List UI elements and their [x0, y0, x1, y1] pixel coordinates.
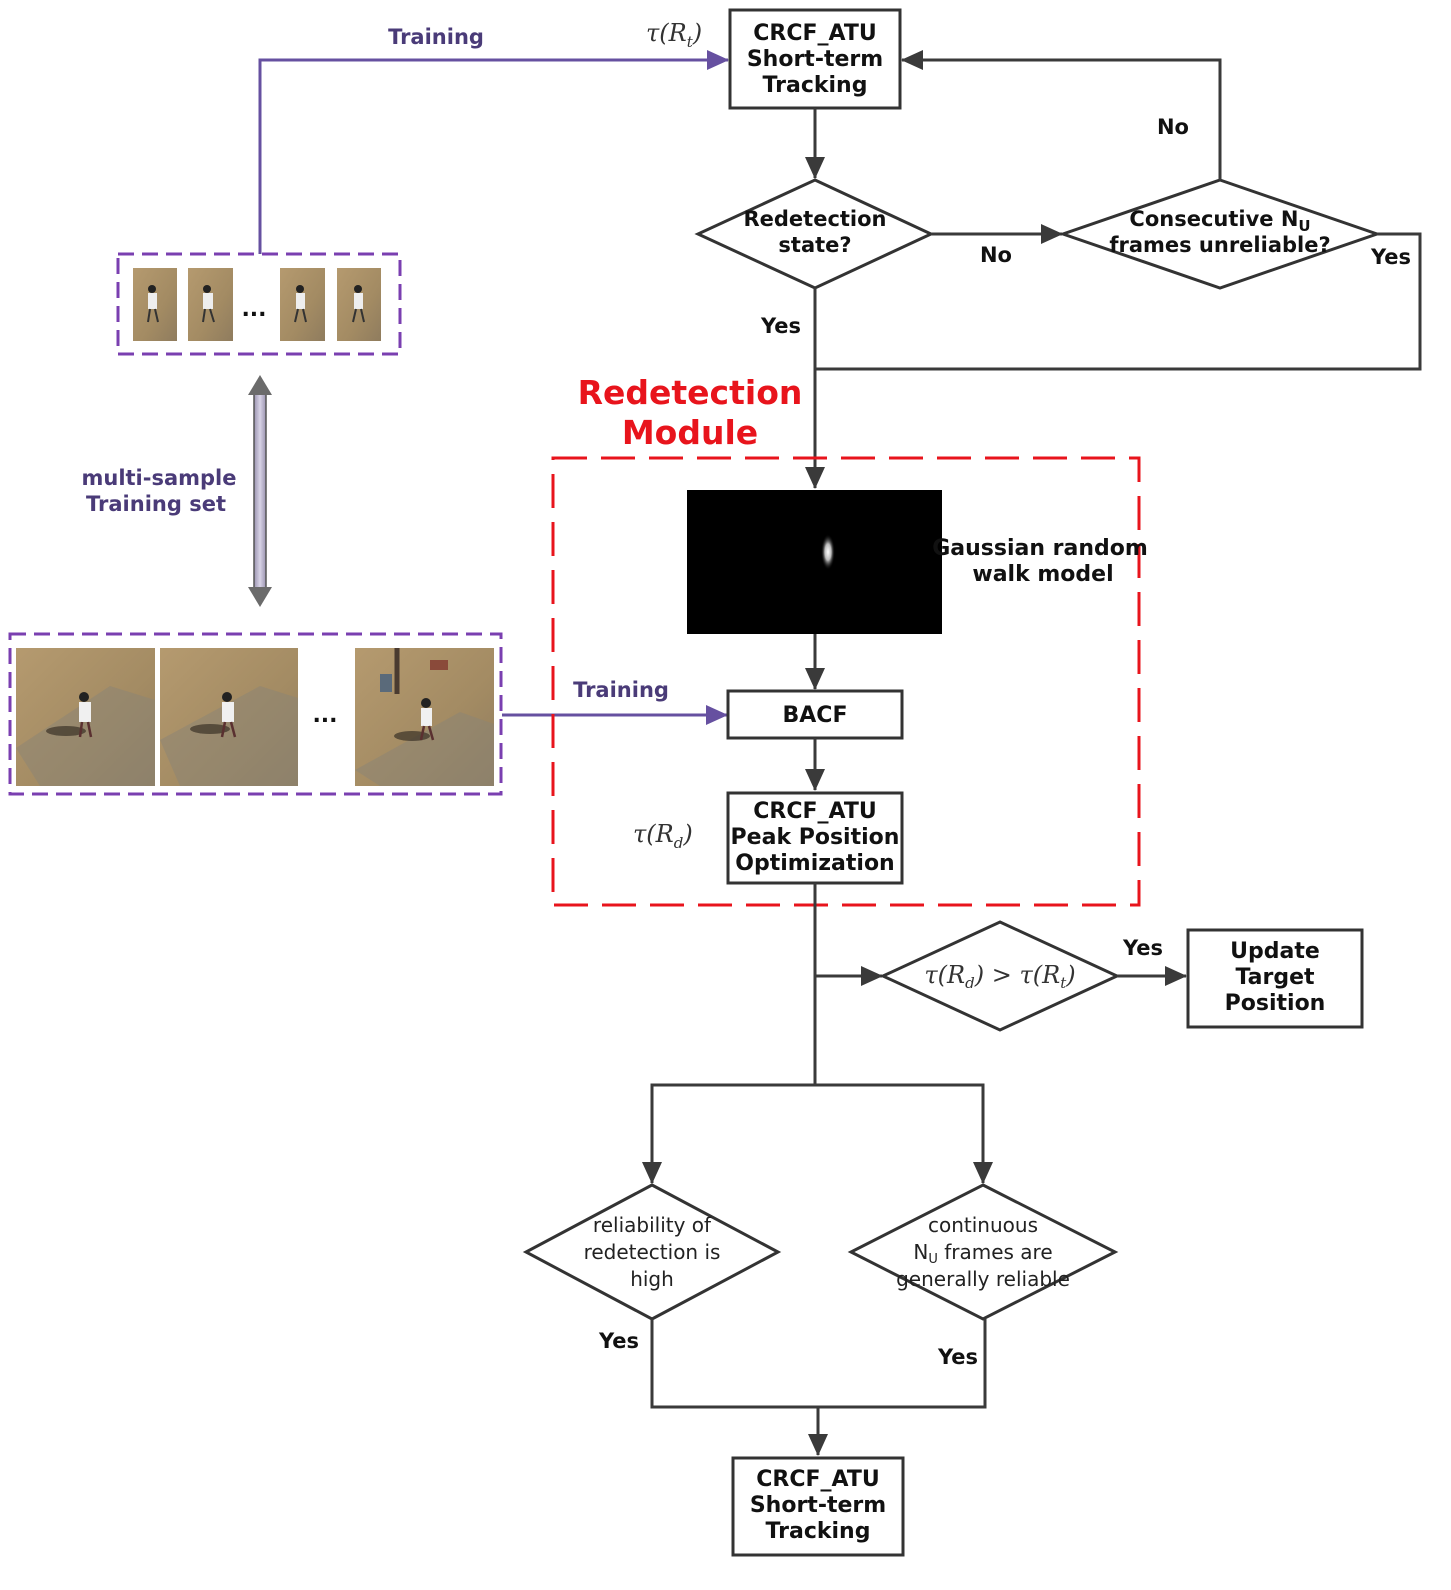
training-label-mid: Training [573, 678, 669, 702]
svg-text:NU frames are: NU frames are [913, 1240, 1052, 1267]
gaussian-label-2: walk model [972, 562, 1113, 587]
line-branch-split [650, 1083, 985, 1182]
sample-frame-3 [355, 648, 494, 786]
training-label-top: Training [388, 25, 484, 49]
module-title-2: Module [622, 413, 758, 452]
gaussian-label-1: Gaussian random [932, 536, 1148, 561]
diamond-reliability-high: reliability of redetection is high [522, 1183, 782, 1321]
label-no-left: No [980, 243, 1012, 267]
svg-text:Target: Target [1235, 965, 1315, 990]
svg-text:BACF: BACF [783, 703, 848, 728]
label-yes-redetection: Yes [760, 314, 801, 338]
svg-text:Redetection: Redetection [743, 207, 886, 231]
label-yes-consecutive: Yes [1370, 245, 1411, 269]
tau-rd-label: τ(Rd) [633, 820, 693, 852]
label-no-top: No [1157, 115, 1189, 139]
svg-text:redetection is: redetection is [584, 1240, 721, 1264]
svg-text:Update: Update [1230, 939, 1320, 964]
sample-frame-1 [16, 648, 155, 786]
box-peak-position: CRCF_ATU Peak Position Optimization [726, 791, 904, 885]
svg-text:Consecutive NU: Consecutive NU [1129, 207, 1310, 235]
svg-text:high: high [630, 1267, 674, 1291]
arrow-no-back-to-tracking [901, 50, 1222, 180]
diamond-consecutive-unreliable: Consecutive NU frames unreliable? [1058, 178, 1382, 290]
multi-sample-label-2: Training set [86, 492, 226, 516]
sample-frame-2 [160, 648, 298, 786]
line-yes-consecutive [815, 232, 1422, 371]
svg-text:τ(Rd) > τ(Rt): τ(Rd) > τ(Rt) [924, 961, 1075, 992]
svg-text:CRCF_ATU: CRCF_ATU [753, 799, 876, 824]
svg-text:CRCF_ATU: CRCF_ATU [753, 21, 876, 46]
label-yes-continuous: Yes [937, 1345, 978, 1369]
svg-text:Position: Position [1225, 991, 1326, 1016]
diamond-redetection-state: Redetection state? [694, 178, 935, 290]
svg-text:reliability of: reliability of [593, 1213, 712, 1237]
label-yes-reliability: Yes [598, 1329, 639, 1353]
line-merge [650, 1319, 987, 1409]
multi-sample-label-1: multi-sample [81, 466, 236, 490]
sample-thumb-1 [133, 268, 177, 341]
ellipsis-top: ... [241, 297, 266, 322]
sample-thumb-3 [280, 268, 325, 341]
sample-thumb-2 [188, 268, 233, 341]
sample-thumb-4 [337, 268, 381, 341]
label-yes-compare: Yes [1122, 936, 1163, 960]
svg-text:frames unreliable?: frames unreliable? [1109, 233, 1330, 257]
tau-rt-label: τ(Rt) [646, 19, 702, 51]
diamond-compare-tau: τ(Rd) > τ(Rt) [879, 920, 1121, 1032]
diamond-continuous-reliable: continuous NU frames are generally relia… [847, 1183, 1119, 1321]
training-path-top [258, 50, 729, 254]
ellipsis-bottom: ... [312, 703, 337, 728]
box-bacf: BACF [726, 689, 904, 740]
svg-text:Peak Position: Peak Position [731, 825, 900, 850]
svg-text:CRCF_ATU: CRCF_ATU [756, 1467, 879, 1492]
redetection-module-frame [551, 456, 1141, 907]
svg-text:Optimization: Optimization [735, 851, 894, 876]
svg-text:Tracking: Tracking [763, 73, 868, 98]
double-arrow-training-set [248, 375, 272, 607]
sample-set-bottom-frame [8, 632, 503, 796]
svg-text:Tracking: Tracking [766, 1519, 871, 1544]
svg-text:continuous: continuous [928, 1213, 1038, 1237]
gaussian-map-image [687, 490, 942, 634]
svg-text:generally reliable: generally reliable [896, 1267, 1070, 1291]
box-short-term-tracking-top: CRCF_ATU Short-term Tracking [728, 8, 902, 110]
svg-text:Short-term: Short-term [750, 1493, 886, 1518]
module-title: Redetection [578, 373, 803, 412]
svg-text:state?: state? [778, 233, 851, 257]
box-short-term-tracking-bottom: CRCF_ATU Short-term Tracking [731, 1456, 905, 1557]
box-update-target-position: Update Target Position [1186, 928, 1364, 1029]
svg-text:Short-term: Short-term [747, 47, 883, 72]
